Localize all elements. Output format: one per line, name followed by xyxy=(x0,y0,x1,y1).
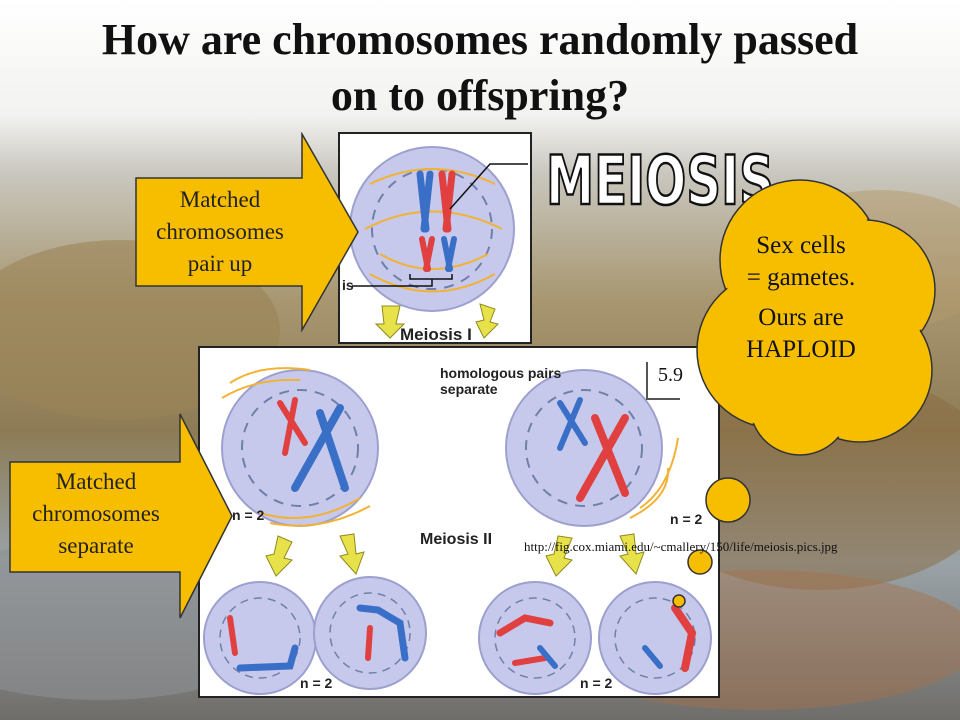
meiosis-one-illustration: is Meiosis I xyxy=(342,146,528,344)
cell-bottom-1 xyxy=(203,581,317,695)
thought-text: Sex cells = gametes. Ours are HAPLOID xyxy=(706,230,896,366)
thought-line-3: Ours are xyxy=(758,304,844,331)
meiosis-two-figure: homologous pairs separate n = 2 2 n = 2 … xyxy=(198,346,720,698)
label-homologous-2: separate xyxy=(440,381,498,397)
meiosis-heading-graphic: MEIOSIS xyxy=(545,141,776,216)
thought-line-2: = gametes. xyxy=(746,264,856,291)
arrow-top-line-2: chromosomes xyxy=(156,219,284,244)
label-n-equals-2-upper-left: n = 2 xyxy=(232,507,265,523)
arrow-bottom-line-3: separate xyxy=(58,533,134,558)
arrow-separate: Matched chromosomes separate xyxy=(8,412,234,620)
slide-title: How are chromosomes randomly passed on t… xyxy=(0,12,960,124)
label-homologous-1: homologous pairs xyxy=(440,365,562,381)
meiosis-two-illustration: homologous pairs separate n = 2 2 n = 2 … xyxy=(200,365,712,695)
label-meiosis-two: Meiosis II xyxy=(420,531,492,548)
arrow-pair-up: Matched chromosomes pair up xyxy=(134,132,360,332)
arrow-top-line-1: Matched xyxy=(179,187,261,212)
arrow-bottom-line-1: Matched xyxy=(55,469,137,494)
title-line-1: How are chromosomes randomly passed xyxy=(101,15,859,64)
figure-number: 5.9 xyxy=(646,362,683,400)
label-is: is xyxy=(342,277,354,293)
arrow-shape-bottom xyxy=(9,413,233,619)
cell-upper-left xyxy=(221,367,379,527)
cell-bottom-4 xyxy=(598,581,712,695)
cell-upper-right xyxy=(505,369,679,527)
arrow-top-line-3: pair up xyxy=(187,251,253,276)
label-n-equals-2-bottom-right: n = 2 xyxy=(580,675,613,691)
arrow-top-label: Matched chromosomes pair up xyxy=(140,184,300,280)
meiosis-word: MEIOSIS xyxy=(546,142,774,216)
chromosome-pair-large xyxy=(416,170,456,233)
cell-bottom-3 xyxy=(478,581,592,695)
yellow-down-arrows xyxy=(265,533,645,577)
meiosis-one-figure: is Meiosis I xyxy=(338,132,532,344)
arrow-bottom-line-2: chromosomes xyxy=(32,501,160,526)
thought-cloud xyxy=(672,179,936,608)
chromosome-pair-small xyxy=(419,236,457,272)
arrow-shape-top xyxy=(135,132,359,332)
cell-bottom-2 xyxy=(313,576,427,690)
figure-number-text: 5.9 xyxy=(658,364,683,386)
label-n-equals-2-bottom-left: n = 2 xyxy=(300,675,333,691)
label-n-equals-2-upper-right: n = 2 xyxy=(670,511,703,527)
source-url: http://fig.cox.miami.edu/~cmallery/150/l… xyxy=(524,539,838,554)
thought-line-1: Sex cells xyxy=(756,232,846,259)
label-meiosis-one: Meiosis I xyxy=(400,325,472,342)
thought-line-4: HAPLOID xyxy=(746,336,856,363)
arrow-bottom-label: Matched chromosomes separate xyxy=(12,466,180,562)
title-line-2: on to offspring? xyxy=(330,71,630,120)
